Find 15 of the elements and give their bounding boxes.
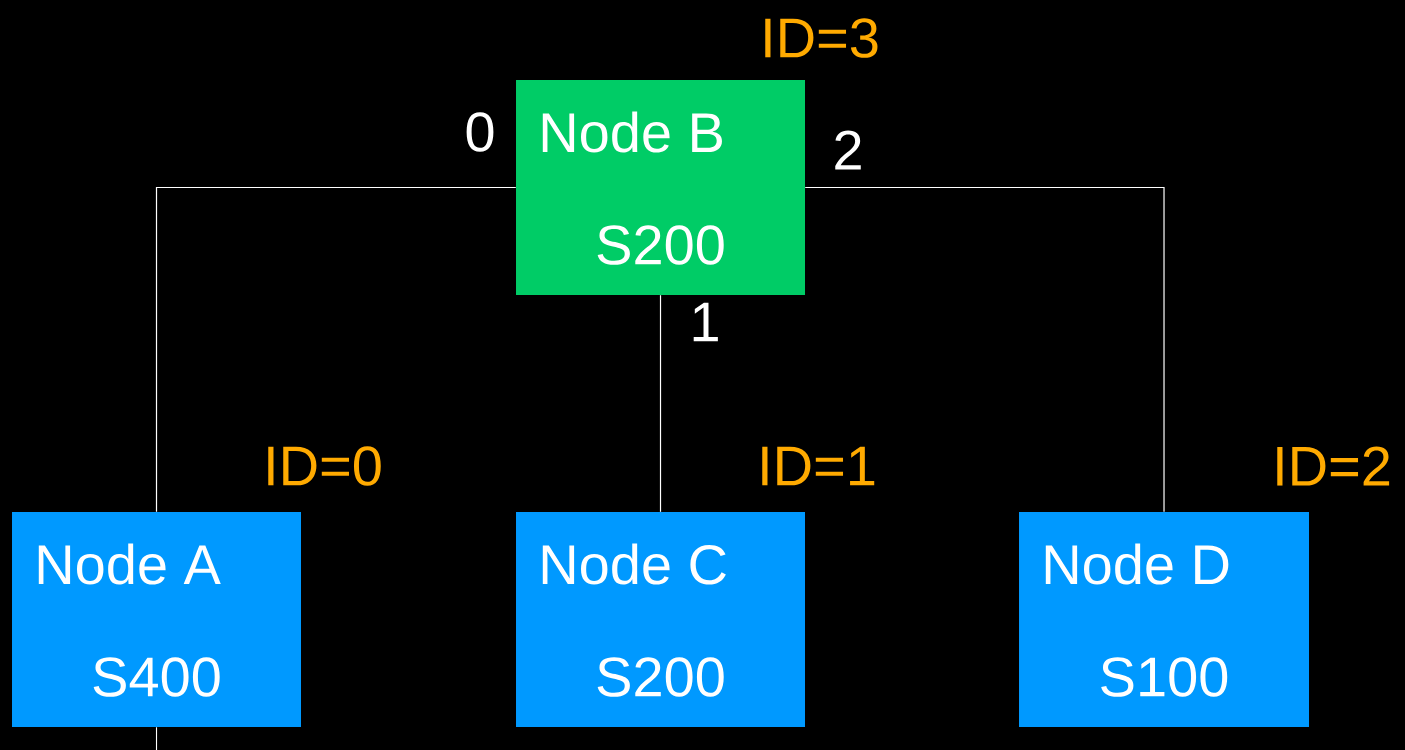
port-label: 0 [463, 111, 497, 153]
process-box: Node C S200 [516, 512, 805, 727]
id-label: ID=2 [1277, 446, 1390, 486]
id-label: ID=3 [765, 18, 878, 58]
id-label: ID=1 [762, 446, 875, 486]
id-label: ID=0 [268, 446, 381, 486]
connector-line [659, 294, 662, 513]
process-box: Node A S400 [12, 512, 301, 727]
process-box: Node B S200 [516, 80, 805, 295]
connector-line [804, 186, 1165, 513]
port-label: 2 [831, 129, 865, 171]
connector-line [155, 726, 158, 750]
connector-line [155, 186, 517, 513]
port-label: 1 [688, 301, 722, 343]
process-box: Node D S100 [1019, 512, 1309, 727]
